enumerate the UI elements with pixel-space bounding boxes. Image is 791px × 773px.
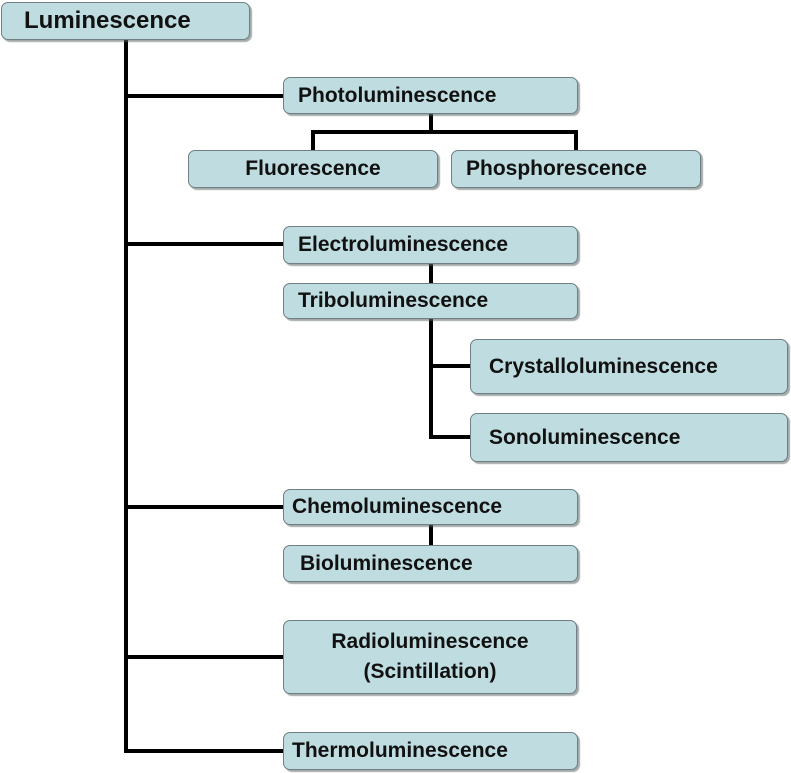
node-label: Triboluminescence bbox=[298, 289, 489, 312]
node-label: Thermoluminescence bbox=[292, 739, 508, 762]
node-triboluminescence: Triboluminescence bbox=[283, 283, 578, 319]
node-label: Electroluminescence bbox=[298, 233, 509, 256]
node-label-line2: (Scintillation) bbox=[363, 660, 497, 683]
node-label: Crystalloluminescence bbox=[489, 354, 718, 378]
node-electroluminescence: Electroluminescence bbox=[283, 226, 578, 264]
node-label-line1: Radioluminescence bbox=[331, 630, 529, 653]
node-chemoluminescence: Chemoluminescence bbox=[283, 489, 578, 525]
node-thermoluminescence: Thermoluminescence bbox=[283, 732, 578, 770]
node-luminescence: Luminescence bbox=[1, 2, 250, 40]
node-label: Luminescence bbox=[24, 7, 191, 34]
node-photoluminescence: Photoluminescence bbox=[283, 77, 578, 114]
node-sonoluminescence: Sonoluminescence bbox=[470, 413, 788, 462]
node-fluorescence: Fluorescence bbox=[188, 150, 438, 188]
node-label: Bioluminescence bbox=[300, 551, 473, 575]
node-bioluminescence: Bioluminescence bbox=[283, 545, 578, 582]
node-radioluminescence: Radioluminescence (Scintillation) bbox=[283, 620, 577, 694]
node-label: Fluorescence bbox=[245, 157, 381, 180]
node-crystalloluminescence: Crystalloluminescence bbox=[470, 339, 788, 394]
node-label: Photoluminescence bbox=[298, 83, 497, 107]
node-label: Chemoluminescence bbox=[292, 495, 503, 518]
node-label: Phosphorescence bbox=[466, 157, 647, 180]
node-phosphorescence: Phosphorescence bbox=[451, 150, 701, 188]
node-label: Sonoluminescence bbox=[489, 425, 681, 449]
